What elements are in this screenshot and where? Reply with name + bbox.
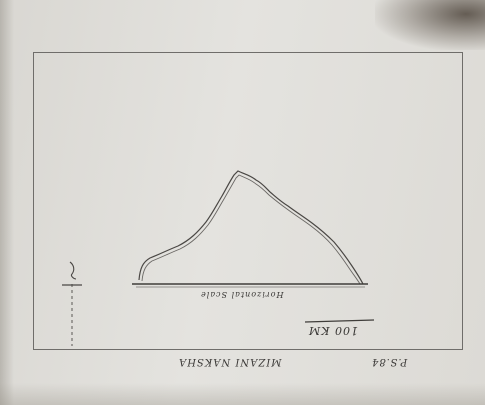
measurement-label: 100 KM: [308, 324, 358, 337]
paper-left-shadow: [0, 0, 14, 405]
title-label: MIZANI NAKSHA: [178, 356, 282, 367]
hand-shadow: [375, 0, 485, 50]
vertical-scale-mark: [69, 261, 77, 280]
date-label: P.S.84: [371, 356, 408, 367]
drawing-border: [33, 52, 463, 350]
measurement-underline: [304, 319, 375, 323]
horizontal-scale-label: Horizontal Scale: [200, 290, 284, 299]
profile-outline-outer: [138, 170, 364, 285]
paper-bottom-shadow: [0, 383, 485, 405]
profile-outline-inner: [141, 174, 361, 285]
